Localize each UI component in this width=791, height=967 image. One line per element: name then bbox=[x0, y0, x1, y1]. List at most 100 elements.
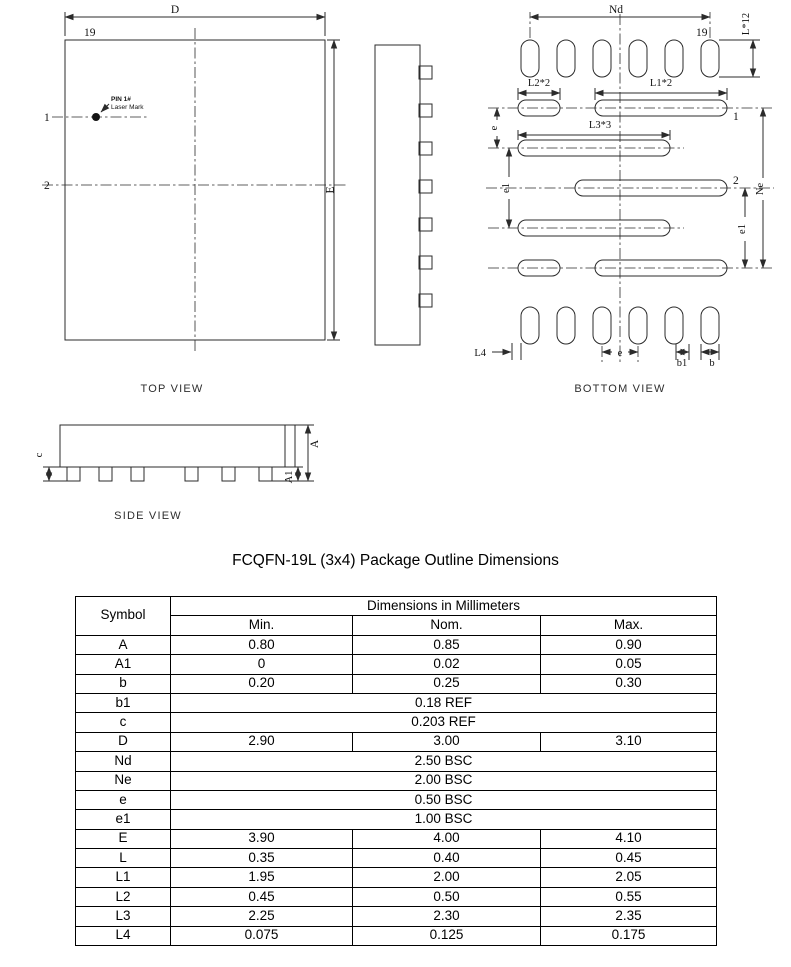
max-cell: 0.30 bbox=[539, 673, 718, 694]
perimeter-pads-top bbox=[520, 39, 720, 78]
dimensions-table-head: Symbol Dimensions in Millimeters Min. No… bbox=[75, 595, 718, 636]
perimeter-pads-bottom bbox=[520, 306, 720, 345]
dim-extension-lines-c bbox=[43, 466, 67, 482]
min-cell: 1.95 bbox=[170, 867, 353, 888]
pin1-note-line2: Laser Mark bbox=[111, 104, 144, 111]
side-view-leads bbox=[66, 466, 273, 482]
min-cell: 0.35 bbox=[170, 848, 353, 869]
dim-label-e1-right: e1 bbox=[737, 224, 748, 234]
symbol-cell: L1 bbox=[75, 867, 171, 888]
symbol-cell: Ne bbox=[75, 770, 171, 791]
pin2-row-label: 2 bbox=[44, 180, 50, 192]
nom-cell: 2.30 bbox=[352, 906, 541, 927]
max-cell: 0.05 bbox=[539, 654, 718, 675]
table-header-row-1: Symbol Dimensions in Millimeters bbox=[75, 595, 718, 636]
dim-label-l4: L4 bbox=[474, 348, 486, 359]
centerlines-bottom-view bbox=[486, 14, 774, 362]
value-span-cell: 2.50 BSC bbox=[169, 751, 718, 772]
max-cell: 0.55 bbox=[539, 886, 718, 908]
max-cell: 0.175 bbox=[539, 925, 718, 947]
symbol-cell: A1 bbox=[75, 654, 171, 675]
nom-cell: 0.40 bbox=[352, 848, 541, 869]
dim-label-c: c bbox=[34, 452, 45, 457]
dim-label-e1-left: e1 bbox=[501, 183, 512, 193]
dim-label-nd: Nd bbox=[609, 4, 623, 16]
nom-cell: 0.25 bbox=[352, 673, 541, 694]
top-view-caption: TOP VIEW bbox=[141, 383, 204, 395]
pin1-leader-line bbox=[100, 103, 110, 113]
package-outline-drawing: D 19 E PIN 1# Laser Mark 1 2 TOP VIEW bbox=[34, 4, 774, 522]
dim-label-l3: L3*3 bbox=[589, 120, 611, 131]
side-terminal-pads bbox=[418, 65, 433, 308]
pin1-row-label: 1 bbox=[44, 112, 50, 124]
dim-label-l1: L1*2 bbox=[650, 78, 672, 89]
min-cell: 0.20 bbox=[170, 673, 353, 694]
nom-cell: 4.00 bbox=[352, 828, 541, 850]
dim-label-l12: L*12 bbox=[741, 13, 752, 35]
side-view-lower: A A1 c SIDE VIEW bbox=[34, 424, 321, 522]
min-cell: 2.90 bbox=[170, 731, 353, 753]
pin19-label-bottom: 19 bbox=[696, 27, 708, 39]
pin1-laser-mark-dot bbox=[92, 113, 100, 121]
dim-ticks-l4 bbox=[511, 343, 522, 360]
value-span-cell: 1.00 BSC bbox=[169, 809, 718, 830]
dim-label-l2: L2*2 bbox=[528, 78, 550, 89]
max-cell: 2.05 bbox=[539, 867, 718, 888]
dim-extension-lines-l bbox=[719, 39, 760, 78]
symbol-cell: Nd bbox=[75, 751, 171, 772]
bottom-view: Nd 19 L*12 L2*2 L1*2 L3*3 e e1 1 2 Ne bbox=[474, 4, 774, 395]
dim-label-b: b bbox=[709, 358, 714, 369]
dimensions-table: Symbol Dimensions in Millimeters Min. No… bbox=[75, 595, 718, 947]
centerlines-top-view bbox=[42, 28, 348, 352]
symbol-cell: b bbox=[75, 673, 171, 694]
symbol-cell: c bbox=[75, 712, 171, 733]
max-cell: 4.10 bbox=[539, 828, 718, 850]
symbol-cell: D bbox=[75, 731, 171, 753]
max-cell: 3.10 bbox=[539, 731, 718, 753]
max-cell: 2.35 bbox=[539, 906, 718, 927]
col-header-symbol: Symbol bbox=[75, 596, 171, 636]
dim-label-ne: Ne bbox=[755, 183, 766, 196]
nom-cell: 0.50 bbox=[352, 886, 541, 908]
value-span-cell: 0.203 REF bbox=[169, 712, 718, 733]
pin2-row-label-bottom: 2 bbox=[733, 175, 739, 187]
nom-cell: 0.02 bbox=[352, 654, 541, 675]
package-drawing-svg: D 19 E PIN 1# Laser Mark 1 2 TOP VIEW bbox=[34, 4, 774, 522]
col-header-nom: Nom. bbox=[352, 615, 541, 636]
max-cell: 0.45 bbox=[539, 848, 718, 869]
dim-label-e-bottom: e bbox=[618, 348, 623, 359]
symbol-cell: b1 bbox=[75, 692, 171, 714]
side-view-caption: SIDE VIEW bbox=[114, 510, 182, 522]
table-header-row-2: Min. Nom. Max. bbox=[76, 615, 718, 636]
dim-label-d: D bbox=[171, 4, 179, 16]
nom-cell: 0.125 bbox=[352, 925, 541, 947]
dim-label-e-left: e bbox=[489, 125, 500, 130]
symbol-cell: L4 bbox=[75, 925, 171, 947]
pin1-note-line1: PIN 1# bbox=[111, 96, 131, 103]
dim-label-a1: A1 bbox=[284, 471, 295, 484]
min-cell: 0.80 bbox=[170, 634, 353, 656]
bottom-view-caption: BOTTOM VIEW bbox=[574, 383, 665, 395]
value-span-cell: 0.50 BSC bbox=[169, 789, 718, 811]
side-view-body-outline bbox=[59, 424, 296, 468]
symbol-cell: e bbox=[75, 789, 171, 811]
dim-label-e: E bbox=[325, 186, 337, 193]
table-header-units: Dimensions in Millimeters bbox=[169, 595, 718, 617]
center-pads bbox=[517, 99, 728, 277]
min-cell: 3.90 bbox=[170, 828, 353, 850]
dim-label-b1: b1 bbox=[677, 358, 688, 369]
